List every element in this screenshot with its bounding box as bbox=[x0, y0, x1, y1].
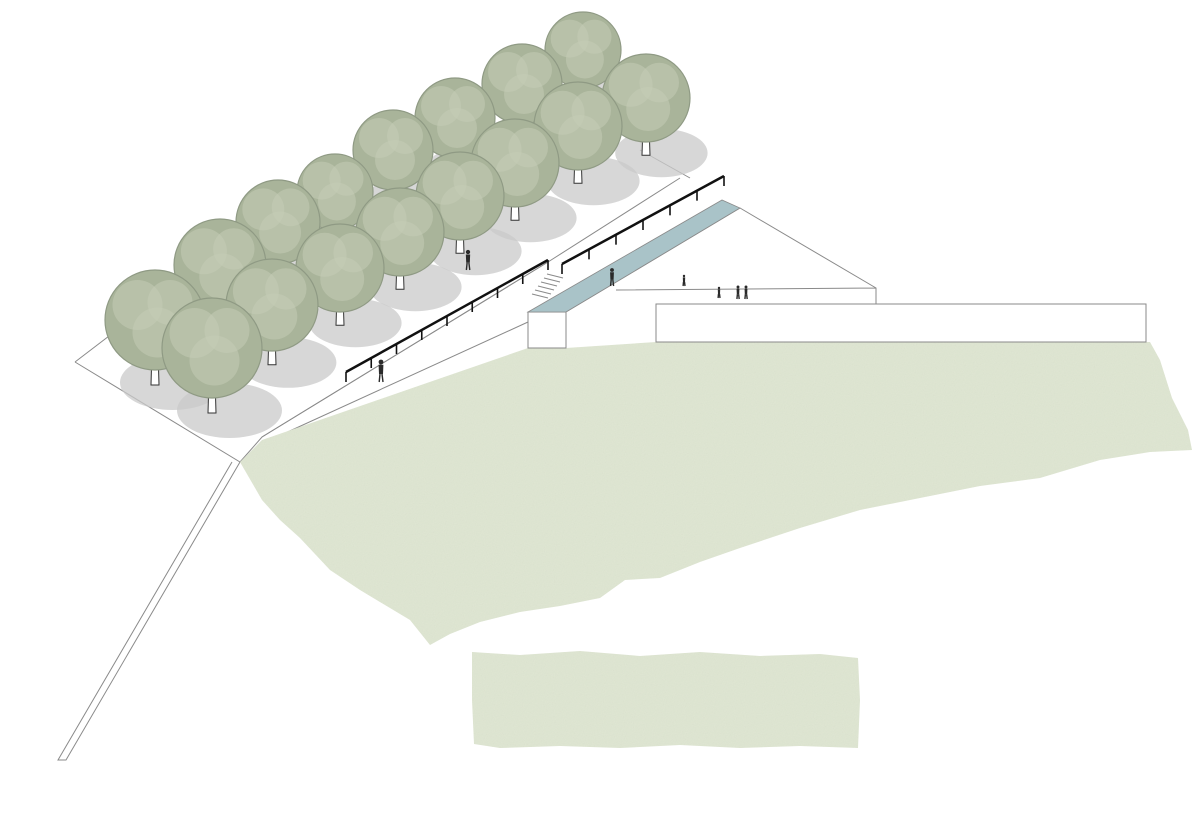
person-leg bbox=[465, 262, 468, 271]
person-leg bbox=[745, 294, 748, 300]
canopy-highlight bbox=[565, 40, 604, 79]
canopy-highlight bbox=[558, 115, 603, 159]
olive-tree-grove bbox=[104, 11, 691, 414]
person-body bbox=[610, 272, 614, 280]
canopy-highlight bbox=[504, 74, 544, 114]
person-leg bbox=[718, 293, 721, 299]
canopy-highlight bbox=[317, 182, 356, 221]
person-head bbox=[744, 285, 748, 289]
person-figure bbox=[744, 285, 748, 300]
person-head bbox=[682, 274, 686, 278]
canopy-highlight bbox=[626, 87, 671, 131]
lawn-area bbox=[240, 342, 1192, 645]
person-figure bbox=[465, 249, 471, 271]
canopy-highlight bbox=[259, 211, 302, 254]
olive-tree bbox=[601, 53, 691, 156]
terrace-triangle-outline bbox=[565, 207, 877, 313]
olive-tree bbox=[544, 11, 622, 100]
short-wall-block bbox=[527, 311, 567, 349]
person-leg bbox=[468, 262, 471, 271]
handrail bbox=[345, 174, 725, 382]
person-leg bbox=[612, 279, 615, 287]
stair-tread bbox=[534, 289, 552, 295]
olive-tree bbox=[415, 151, 505, 254]
olive-tree bbox=[533, 81, 623, 184]
person-head bbox=[465, 249, 471, 255]
canopy-highlight bbox=[375, 140, 415, 180]
stair-tread bbox=[537, 285, 555, 291]
stair-tread bbox=[543, 277, 561, 283]
stair-tread bbox=[540, 281, 558, 287]
person-body bbox=[736, 288, 740, 295]
retaining-wall bbox=[527, 303, 1147, 349]
person-body bbox=[465, 254, 471, 263]
person-body bbox=[682, 277, 686, 282]
reflecting-pool bbox=[526, 199, 741, 313]
person-body bbox=[378, 364, 384, 374]
canopy-highlight bbox=[380, 221, 425, 265]
canopy-highlight bbox=[495, 152, 540, 196]
olive-tree bbox=[161, 297, 263, 414]
person-leg bbox=[381, 373, 384, 383]
person-figure bbox=[378, 359, 384, 383]
person-leg bbox=[378, 373, 381, 383]
canopy-highlight bbox=[189, 335, 240, 386]
canopy-highlight bbox=[440, 185, 485, 229]
olive-tree bbox=[104, 269, 206, 386]
person-figure bbox=[717, 286, 721, 299]
person-head bbox=[378, 359, 384, 365]
canopy-highlight bbox=[437, 108, 477, 148]
olive-tree bbox=[295, 223, 385, 326]
person-head bbox=[610, 268, 614, 272]
person-leg bbox=[609, 279, 612, 287]
walkway-line bbox=[57, 461, 241, 761]
figures bbox=[378, 249, 748, 383]
person-leg bbox=[683, 281, 686, 287]
person-leg bbox=[737, 294, 740, 300]
person-figure bbox=[609, 268, 615, 287]
canopy-highlight bbox=[320, 257, 365, 301]
stair-tread bbox=[531, 293, 549, 299]
person-figure bbox=[736, 285, 740, 300]
person-body bbox=[717, 289, 721, 294]
lawn-strip bbox=[472, 651, 860, 748]
person-figure bbox=[682, 274, 686, 287]
person-body bbox=[744, 288, 748, 295]
person-head bbox=[717, 286, 721, 290]
canopy-highlight bbox=[251, 293, 298, 340]
long-wall bbox=[655, 303, 1147, 343]
person-head bbox=[736, 285, 740, 289]
olive-tree bbox=[352, 109, 434, 203]
stair-tread bbox=[546, 273, 564, 279]
steps bbox=[531, 273, 564, 299]
